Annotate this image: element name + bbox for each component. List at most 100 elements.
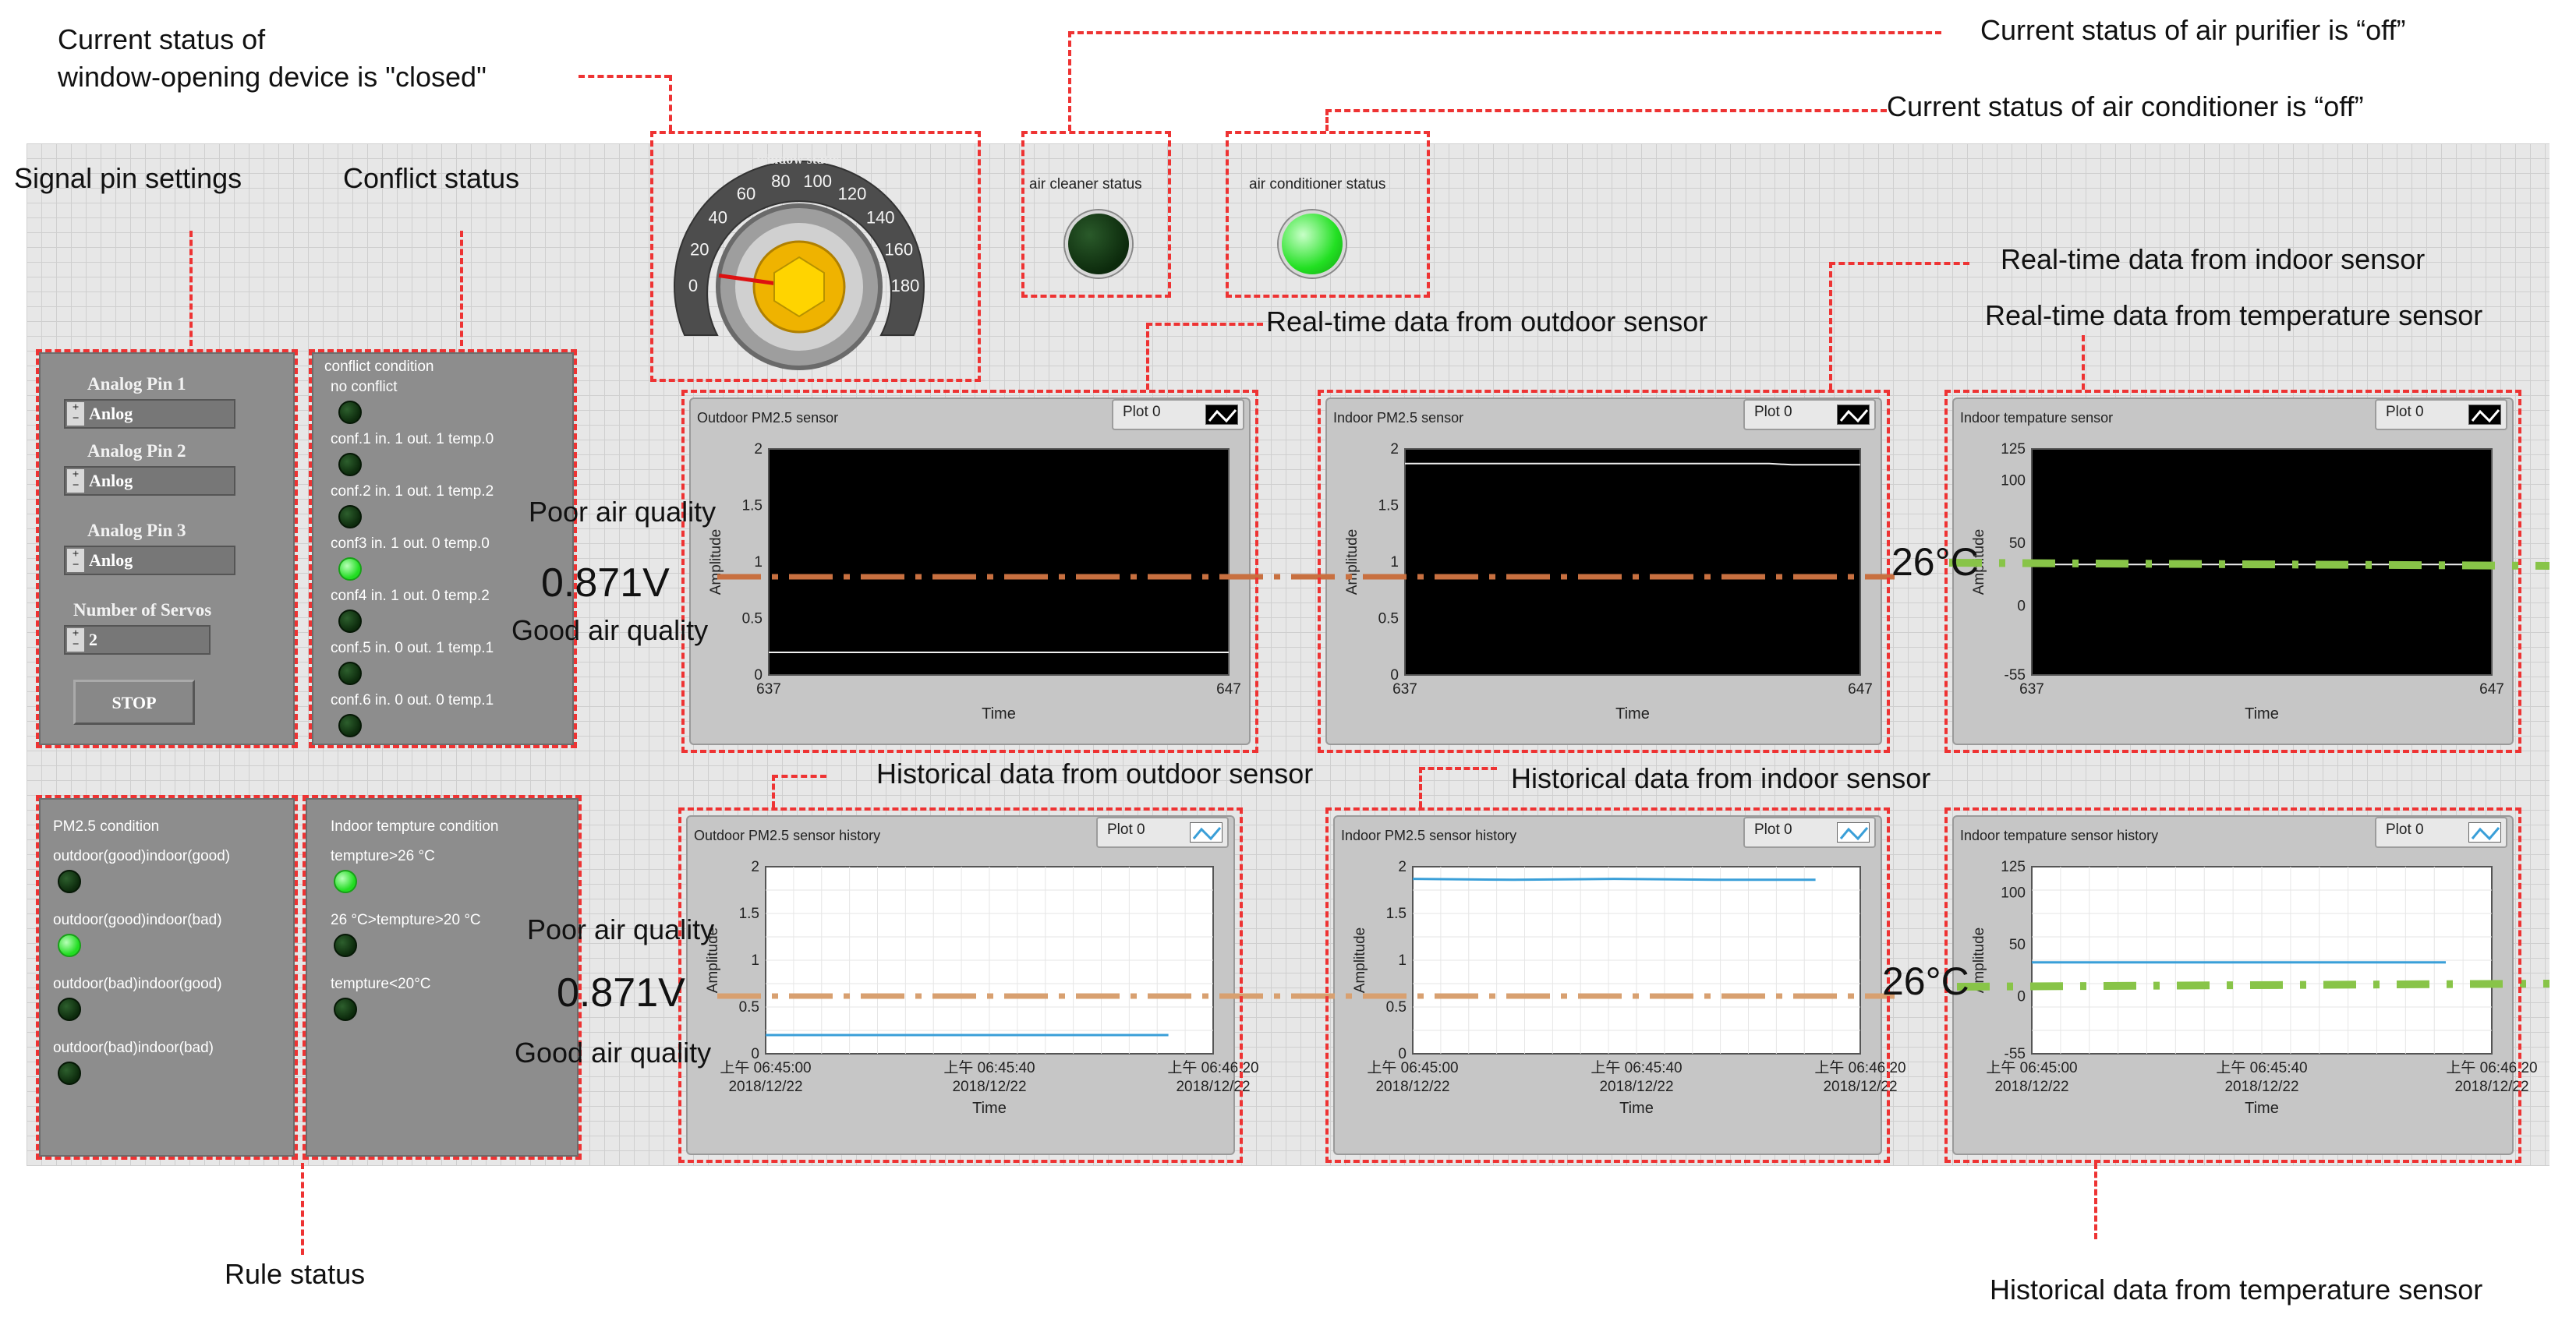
plot-legend-button[interactable]: Plot 0 [2375,399,2507,430]
y-tick-label: 2 [1390,441,1399,458]
leader-outdoor-realtime-h [1146,323,1263,326]
conflict-item-label: conf.5 in. 0 out. 1 temp.1 [331,640,494,656]
x-axis-label: Time [2245,705,2279,723]
leader-rule-status [301,1163,304,1255]
x-tick-label: 2018/12/22 [1599,1079,1673,1095]
x-axis-label: Time [982,705,1016,723]
y-tick-label: 100 [2001,472,2026,489]
pin1-stepper[interactable]: +− [67,402,84,426]
gauge-tick-label: 100 [803,171,832,191]
conflict-item-led [338,505,362,528]
conflict-item-label: conf3 in. 1 out. 0 temp.0 [331,535,490,552]
pm25-item-label: outdoor(good)indoor(good) [53,848,231,864]
stop-button[interactable]: STOP [73,680,195,725]
x-axis-label: Time [1619,1100,1654,1117]
pm25-item-led [58,870,81,893]
series-line [1405,462,1860,466]
x-tick-label: 上午 06:45:40 [2216,1059,2307,1076]
pm25-item-label: outdoor(good)indoor(bad) [53,912,222,928]
plot-legend-button[interactable]: Plot 0 [1743,399,1876,430]
leader-window-v [669,75,672,131]
y-tick-label: 2 [1398,859,1407,875]
y-tick-label: 1 [751,952,759,969]
plot-legend-button[interactable]: Plot 0 [1112,399,1244,430]
chart-title: Outdoor PM2.5 sensor [697,410,839,426]
conflict-item-led [338,453,362,476]
gauge-title: window status [756,151,842,167]
x-axis-label: Time [972,1100,1007,1117]
leader-indoor-realtime-v [1829,262,1832,390]
y-tick-label: 0 [2017,989,2026,1005]
servos-input[interactable]: +−2 [64,625,211,655]
temp-item-led [334,870,357,893]
plot-legend-button[interactable]: Plot 0 [1096,817,1229,848]
ann-temp-history: 26°C [1882,959,1969,1003]
conflict-item-label: conf4 in. 1 out. 0 temp.2 [331,588,490,604]
box-chart-outdoor [681,390,1258,753]
chart-title: Indoor tempature sensor history [1960,828,2159,843]
y-tick-label: 0 [1390,667,1399,684]
x-tick-label: 上午 06:45:00 [1986,1059,2077,1076]
servos-stepper[interactable]: +− [67,628,84,652]
ann-good-air-realtime: Good air quality [511,614,709,646]
pin2-selector[interactable]: +−Anlog [64,466,235,496]
plot-legend-button[interactable]: Plot 0 [1743,817,1876,848]
y-axis-label: Amplitude [705,928,721,994]
x-tick-label: 上午 06:45:40 [943,1059,1035,1076]
leader-window-h [579,75,671,78]
ann-conflict-status: Conflict status [343,162,520,194]
y-tick-label: 1.5 [1386,906,1407,922]
gauge-tick-label: 160 [884,240,913,260]
ann-air-conditioner: Current status of air conditioner is “of… [1887,90,2364,122]
y-tick-label: -55 [2005,1046,2026,1062]
ann-air-purifier: Current status of air purifier is “off” [1980,14,2406,46]
x-tick-label: 647 [2479,681,2504,698]
box-air-cleaner [1021,131,1171,298]
chart-title: Indoor PM2.5 sensor [1333,410,1464,426]
box-signal-pins [36,349,298,748]
pin2-stepper[interactable]: +− [67,469,84,493]
plot-legend-button[interactable]: Plot 0 [2375,817,2507,848]
pin1-selector[interactable]: +−Anlog [64,399,235,429]
series-line [1412,878,1816,882]
y-tick-label: 1.5 [739,906,759,922]
box-pm25-condition [36,795,298,1160]
leader-indoor-history-h [1419,767,1497,770]
plot-legend-label: Plot 0 [1754,822,1792,838]
x-tick-label: 上午 06:46:20 [2446,1059,2537,1076]
pm25-item-label: outdoor(bad)indoor(bad) [53,1040,214,1056]
x-tick-label: 上午 06:46:20 [1814,1059,1905,1076]
conflict-item-led [338,714,362,737]
ann-window-device-2: window-opening device is "closed" [58,61,487,93]
temp-threshold-line-realtime [1948,559,2550,570]
conflict-item-label: conf.2 in. 1 out. 1 temp.2 [331,483,494,500]
leader-conflict [460,231,463,346]
y-tick-label: 0 [1398,1046,1407,1062]
y-axis-label: Amplitude [1971,928,1987,994]
plot-legend-swatch [1190,822,1223,843]
x-tick-label: 2018/12/22 [1375,1079,1449,1095]
pin3-selector[interactable]: +−Anlog [64,546,235,575]
chart-title: Outdoor PM2.5 sensor history [694,828,881,843]
pin3-stepper[interactable]: +− [67,549,84,572]
air-cleaner-label: air cleaner status [1029,176,1142,193]
leader-outdoor-realtime-v [1146,323,1149,390]
ann-temperature-history: Historical data from temperature sensor [1990,1274,2483,1306]
air-cleaner-led [1065,210,1132,277]
y-tick-label: 1.5 [742,498,763,514]
gauge-tick-label: 180 [891,276,920,295]
x-tick-label: 647 [1216,681,1241,698]
conflict-item-label: conf.1 in. 1 out. 1 temp.0 [331,431,494,447]
ann-voltage-realtime: 0.871V [541,560,670,606]
box-chart-indoor [1318,390,1890,753]
ann-temperature-realtime: Real-time data from temperature sensor [1985,299,2483,331]
pin1-label: Analog Pin 1 [87,374,186,394]
y-tick-label: 0 [751,1046,759,1062]
servos-label: Number of Servos [73,600,212,620]
x-tick-label: 637 [2019,681,2044,698]
